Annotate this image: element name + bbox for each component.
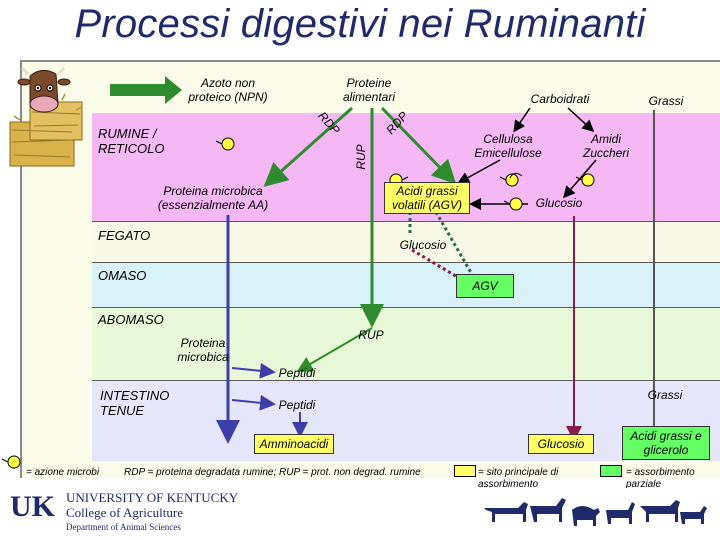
omasum-band (92, 263, 720, 307)
intestine-band (92, 381, 720, 461)
npn-label: Azoto non proteico (NPN) (188, 76, 268, 104)
band-divider (92, 380, 720, 381)
carbs-to-starch (567, 107, 595, 133)
goat2-silhouette-icon (680, 506, 707, 524)
fats-intestine-label: Grassi (647, 388, 683, 402)
microbial-protein-label: Proteina microbica (essenzialmente AA) (157, 184, 269, 212)
npn-big-arrow (110, 76, 182, 104)
glucose-intestine-box: Glucosio (528, 434, 594, 454)
liver-glucose-path (411, 248, 467, 284)
fats-label: Grassi (648, 94, 684, 108)
college-name: College of Agriculture (66, 505, 183, 520)
department-name: Department of Animal Sciences (66, 522, 181, 532)
footer (0, 488, 720, 540)
band-divider (92, 307, 720, 308)
sheep-silhouette-icon (572, 506, 600, 526)
carbs-to-cellulose (513, 107, 531, 133)
starch-label: Amidi Zuccheri (582, 132, 629, 160)
glucose-liver-label: Glucosio (399, 238, 447, 252)
liver-band (92, 222, 720, 262)
page-title: Processi digestivi nei Ruminanti (74, 2, 646, 46)
fatty-acids-glycerol-box: Acidi grassi e glicerolo (622, 426, 710, 460)
legend-yellow-swatch (454, 465, 476, 477)
intestine-label: INTESTINO TENUE (100, 388, 170, 418)
rumen-label: RUMINE / RETICOLO (98, 126, 165, 156)
abomasum-label: ABOMASO (98, 312, 164, 327)
peptides-intestine-label: Peptidi (278, 398, 316, 412)
microbe-symbols (1, 137, 595, 469)
horse-silhouette-icon (530, 498, 566, 522)
microbe-curl-arrow (509, 172, 523, 179)
abomasum-band (92, 308, 720, 380)
rup-peptides-arrow (296, 327, 373, 373)
goat-silhouette-icon (606, 502, 635, 524)
rdp-right-arrow (380, 106, 457, 185)
uk-logo: UK (10, 490, 55, 523)
cow-silhouette-icon (484, 502, 528, 522)
proteins-label: Proteine alimentari (342, 76, 396, 104)
carbs-label: Carboidrati (530, 92, 590, 106)
cow2-silhouette-icon (640, 500, 680, 522)
abomasum-peptides-arrow (231, 362, 276, 379)
agv-omasum-box: AGV (456, 274, 514, 298)
amino-acids-box: Amminoacidi (254, 434, 334, 454)
cellulose-label: Cellulosa Emicellulose (474, 132, 542, 160)
legend-definitions: RDP = proteina degradata rumine; RUP = p… (124, 467, 421, 478)
omasum-label: OMASO (98, 268, 147, 283)
band-divider (92, 262, 720, 263)
cellulose-to-vfa (457, 159, 501, 184)
vfa-to-omasum-path (434, 211, 476, 279)
vfa-box: Acidi grassi volatili (AGV) (384, 182, 470, 214)
peptides-abomasum-label: Peptidi (278, 366, 316, 380)
rdp-left-arrow (263, 106, 353, 187)
cow-head-icon (17, 66, 71, 113)
legend-microbes: = azione microbi (26, 467, 100, 478)
rup-abomasum-label: RUP (358, 328, 384, 342)
university-name: UNIVERSITY OF KENTUCKY (66, 490, 239, 505)
band-divider (92, 221, 720, 222)
microbial-protein-abomasum-label: Proteina microbica (177, 336, 229, 364)
glucose-rumen-label: Glucosio (535, 196, 583, 210)
legend-partial: = assorbimento parziale (626, 467, 695, 490)
liver-label: FEGATO (98, 228, 151, 243)
legend-main-site: = sito principale di assorbimento (478, 467, 559, 490)
hay-bale-icon (9, 93, 83, 167)
legend-green-swatch (600, 465, 622, 477)
intestine-peptides-arrow (231, 394, 276, 411)
starch-to-glucose (563, 159, 597, 199)
